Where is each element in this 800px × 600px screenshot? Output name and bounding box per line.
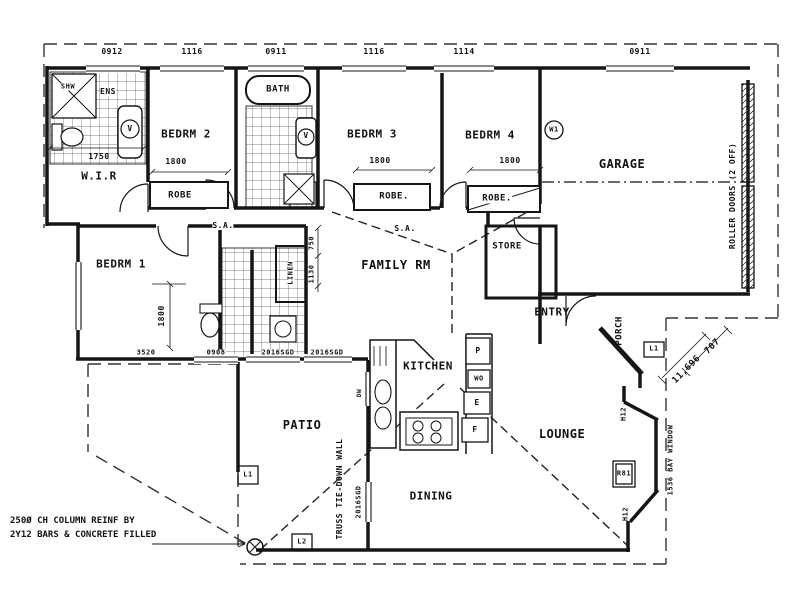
- dim-bedrm1: 1800: [157, 305, 166, 327]
- roller-doors: [741, 83, 755, 289]
- bay-window-label: 1536 BAY WINDOW: [666, 424, 675, 496]
- windows: [73, 63, 674, 522]
- room-label-wir: W.I.R: [81, 169, 117, 183]
- smoke-alarm-1: S.A.: [212, 221, 234, 230]
- room-label-lounge: LOUNGE: [538, 427, 586, 441]
- room-label-store: STORE: [492, 241, 522, 252]
- column-symbol: [152, 538, 264, 556]
- room-label-bedrm1: BEDRM 1: [96, 257, 146, 271]
- truss-wall-label: TRUSS TIE-DOWN WALL: [335, 438, 344, 540]
- room-label-shw: SHW: [60, 82, 76, 91]
- dim-top-2: 1116: [181, 47, 203, 56]
- dim-bottom-sgd2: 2016SGD: [310, 348, 344, 357]
- l1-marker-patio: L1: [243, 470, 253, 479]
- dim-robe2: 1800: [165, 157, 187, 166]
- dim-family-1130: 1130: [307, 264, 316, 284]
- column-note-line1: 250Ø CH COLUMN REINF BY: [10, 516, 135, 526]
- room-label-ens: ENS: [100, 87, 116, 96]
- fridge-label: F: [472, 425, 478, 434]
- truss-lines-dashed: [261, 205, 629, 549]
- h12-marker-bottom: H12: [621, 506, 630, 522]
- dim-top-1: 0912: [101, 47, 123, 56]
- dim-patio-door: 2016SGD: [354, 485, 363, 519]
- robe4-label: ROBE.: [482, 193, 512, 204]
- w1-window-label: W1: [549, 125, 559, 134]
- room-label-bedrm2: BEDRM 2: [161, 127, 211, 141]
- room-label-bedrm3: BEDRM 3: [347, 127, 397, 141]
- column-note-line2: 2Y12 BARS & CONCRETE FILLED: [10, 530, 157, 540]
- smoke-alarm-2: S.A.: [394, 224, 416, 233]
- room-label-family: FAMILY RM: [361, 258, 431, 272]
- room-label-bedrm4: BEDRM 4: [465, 128, 515, 142]
- dim-bottom-0908: 0908: [206, 348, 226, 357]
- robe3-label: ROBE.: [379, 191, 409, 202]
- dim-top-3: 0911: [265, 47, 287, 56]
- room-label-kitchen: KITCHEN: [403, 359, 453, 373]
- robe2-label: ROBE: [168, 190, 192, 201]
- walls: [45, 66, 750, 552]
- room-label-entry: ENTRY: [534, 305, 570, 319]
- l1-marker-porch: L1: [649, 344, 659, 353]
- dim-bottom-3520: 3520: [136, 348, 156, 357]
- fixtures: [51, 73, 564, 451]
- l2-marker: L2: [297, 537, 307, 546]
- appliance-e-label: E: [474, 398, 480, 407]
- bath-label: BATH: [266, 84, 290, 95]
- dishwasher-label: DW: [356, 388, 363, 398]
- dim-top-5: 1114: [453, 47, 475, 56]
- linen-label: LINEN: [286, 261, 295, 285]
- dim-top-4: 1116: [363, 47, 385, 56]
- room-label-porch: PORCH: [614, 316, 625, 346]
- room-label-dining: DINING: [409, 489, 453, 503]
- wall-oven-label: WO: [474, 374, 484, 383]
- dim-bottom-sgd1: 2016SGD: [261, 348, 295, 357]
- dim-family-750: 750: [307, 235, 316, 251]
- vanity-bath-label: V: [303, 131, 309, 140]
- pantry-label: P: [475, 346, 481, 355]
- h12-marker-top: H12: [619, 406, 628, 422]
- vanity-ens-label: V: [127, 124, 133, 133]
- dim-top-6: 0911: [629, 47, 651, 56]
- room-label-patio: PATIO: [282, 418, 322, 432]
- marker-boxes: [237, 341, 665, 551]
- dimension-lines: [46, 144, 733, 385]
- r81-marker: R81: [616, 469, 632, 478]
- room-label-garage: GARAGE: [598, 157, 646, 171]
- roller-doors-label: ROLLER DOORS (2 OFF): [728, 142, 737, 250]
- dim-robe3: 1800: [369, 156, 391, 165]
- dim-robe4: 1800: [499, 156, 521, 165]
- dim-wir: 1750: [88, 152, 110, 161]
